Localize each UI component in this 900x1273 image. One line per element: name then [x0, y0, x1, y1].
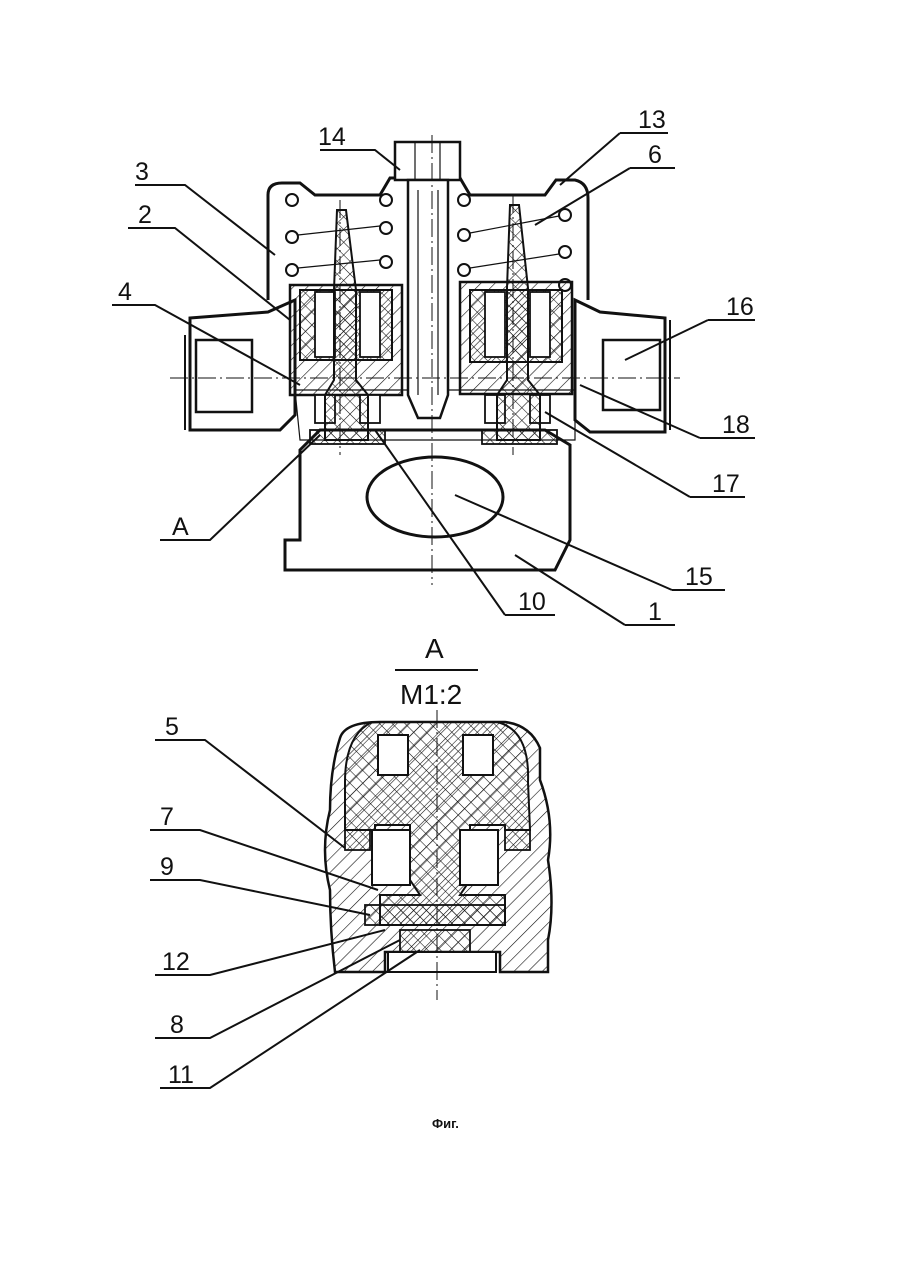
- callout-5: 5: [165, 713, 179, 741]
- figure-caption: Фиг.: [432, 1116, 459, 1131]
- callout-10: 10: [518, 588, 546, 616]
- section-scale: M1:2: [400, 679, 462, 710]
- callout-9: 9: [160, 853, 174, 881]
- callout-16: 16: [726, 293, 754, 321]
- callout-3: 3: [135, 158, 149, 186]
- section-a-view: A M1:2 5 7 9 12 8 11: [150, 633, 552, 1089]
- main-section-view: 14 13 3 6 2 4 16 18 17 A 15 10 1: [112, 106, 755, 626]
- callout-18: 18: [722, 411, 750, 439]
- callout-6: 6: [648, 141, 662, 169]
- callout-12: 12: [162, 948, 190, 976]
- cavity-oval: [367, 457, 503, 537]
- callout-1: 1: [648, 598, 662, 626]
- callout-15: 15: [685, 563, 713, 591]
- callout-14: 14: [318, 123, 346, 151]
- callout-7: 7: [160, 803, 174, 831]
- callout-2: 2: [138, 201, 152, 229]
- bolt-shank: [408, 180, 448, 418]
- bolt-head: [395, 142, 460, 180]
- callout-11: 11: [168, 1061, 194, 1089]
- callout-8: 8: [170, 1011, 184, 1039]
- section-title-letter: A: [425, 633, 444, 664]
- callout-A: A: [172, 513, 189, 541]
- left-port-bore: [196, 340, 252, 412]
- callout-13: 13: [638, 106, 666, 134]
- callout-17: 17: [712, 470, 740, 498]
- callout-4: 4: [118, 278, 132, 306]
